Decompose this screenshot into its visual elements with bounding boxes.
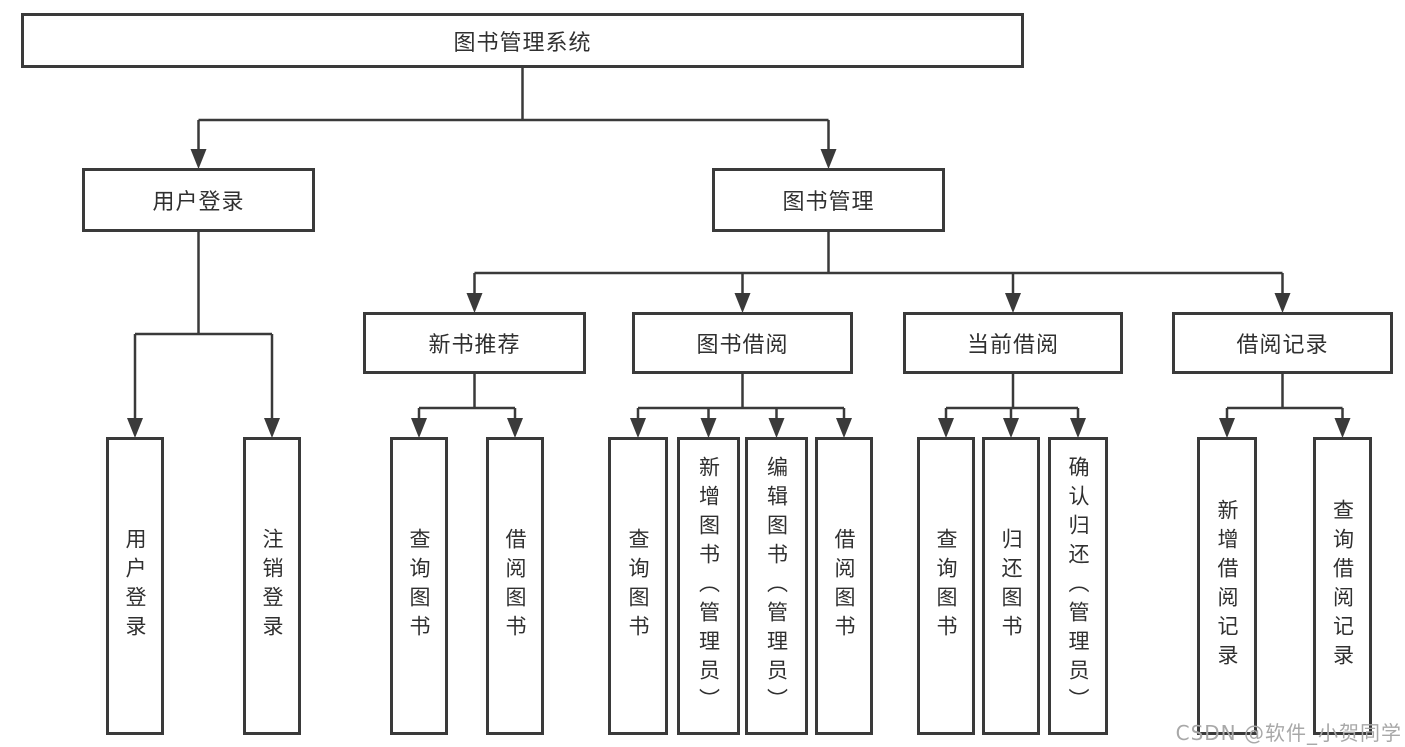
- node-borrow-records-label: 借阅记录: [1236, 333, 1329, 358]
- leaf-query-borrow-record: 查询借阅记录: [1313, 437, 1372, 735]
- leaf-user-login: 用户登录: [106, 437, 164, 735]
- node-book-management: 图书管理: [712, 168, 945, 232]
- leaf-recommend-query-books: 查询图书: [390, 437, 448, 735]
- node-new-book-recommend: 新书推荐: [363, 312, 586, 374]
- node-borrow-records: 借阅记录: [1172, 312, 1393, 374]
- leaf-logout-login: 注销登录: [243, 437, 301, 735]
- node-user-login: 用户登录: [82, 168, 315, 232]
- leaf-borrow-query-books: 查询图书: [608, 437, 668, 735]
- node-current-borrow-label: 当前借阅: [966, 333, 1059, 358]
- node-user-login-label: 用户登录: [152, 190, 245, 215]
- node-book-borrow: 图书借阅: [632, 312, 853, 374]
- node-book-management-label: 图书管理: [782, 190, 875, 215]
- node-new-book-recommend-label: 新书推荐: [428, 333, 521, 358]
- node-book-borrow-label: 图书借阅: [696, 333, 789, 358]
- root-node: 图书管理系统: [21, 13, 1024, 68]
- root-node-label: 图书管理系统: [453, 30, 592, 56]
- leaf-recommend-borrow-books: 借阅图书: [486, 437, 544, 735]
- leaf-add-book-admin: 新增图书（管理员）: [677, 437, 740, 735]
- leaf-confirm-return-admin: 确认归还（管理员）: [1048, 437, 1108, 735]
- leaf-return-book: 归还图书: [982, 437, 1040, 735]
- node-current-borrow: 当前借阅: [903, 312, 1123, 374]
- leaf-add-borrow-record: 新增借阅记录: [1197, 437, 1257, 735]
- csdn-watermark: CSDN @软件_小贺同学: [1175, 721, 1402, 745]
- leaf-current-query-books: 查询图书: [917, 437, 975, 735]
- leaf-borrow-borrow-books: 借阅图书: [815, 437, 873, 735]
- leaf-edit-book-admin: 编辑图书（管理员）: [745, 437, 808, 735]
